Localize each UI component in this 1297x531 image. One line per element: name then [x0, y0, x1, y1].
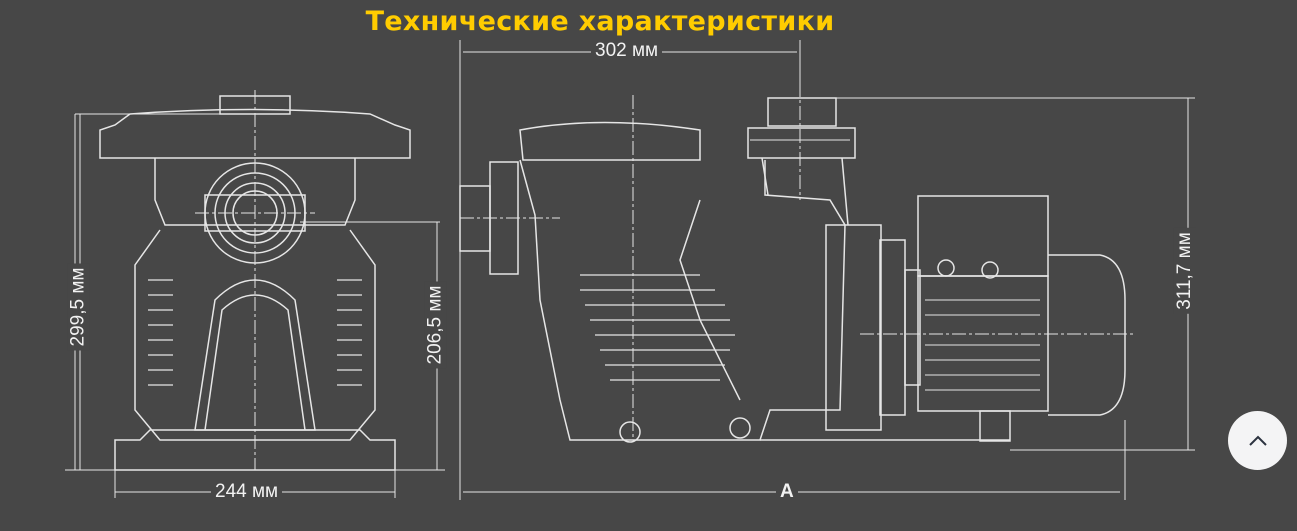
dimension-front-height: 299,5 мм [67, 263, 90, 351]
scroll-to-top-button[interactable] [1228, 411, 1287, 470]
pump-front-view [99, 90, 411, 471]
page-title: Технические характеристики [365, 6, 835, 37]
dimension-top-width: 302 мм [591, 40, 663, 62]
chevron-up-icon [1248, 435, 1267, 446]
dimension-total-height: 311,7 мм [1173, 228, 1196, 314]
dimension-inlet-height: 206,5 мм [424, 281, 447, 369]
dimension-total-length: A [776, 481, 798, 503]
side-dimension-lines [459, 40, 1195, 500]
dimension-front-width: 244 мм [211, 481, 283, 503]
pump-side-view [459, 60, 1135, 443]
